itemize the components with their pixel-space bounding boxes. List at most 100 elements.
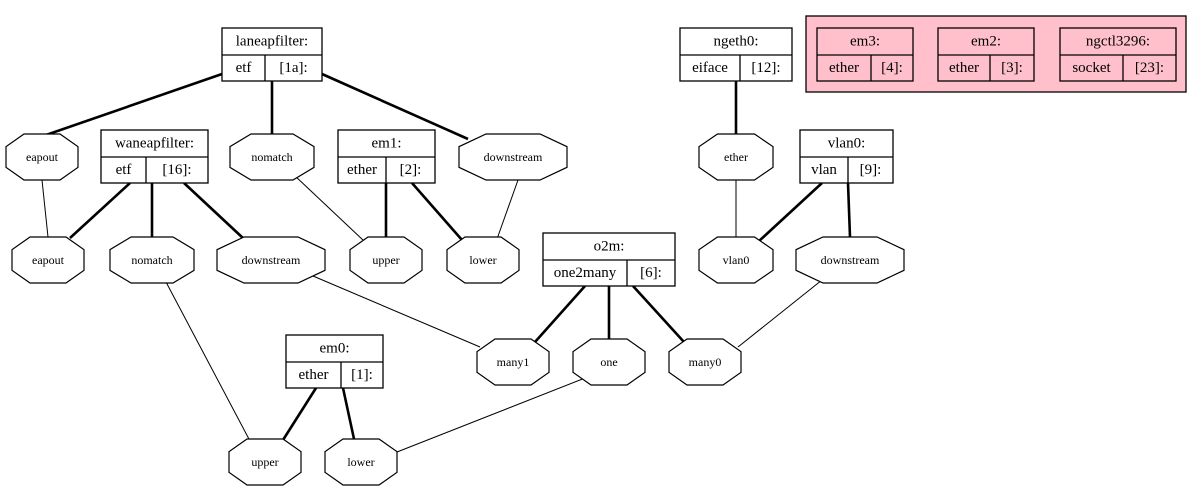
hook-em0-upper[interactable]: upper	[228, 438, 302, 486]
hook-vlan-vlan0[interactable]: vlan0	[698, 236, 774, 284]
node-type: eiface	[692, 60, 728, 76]
hook-lan-nomatch[interactable]: nomatch	[229, 133, 315, 181]
node-type: etf	[116, 162, 132, 178]
octagon-shape	[446, 236, 520, 284]
edge	[321, 72, 469, 141]
node-type: ether	[299, 367, 329, 383]
edge	[19, 72, 223, 146]
edge	[183, 182, 245, 240]
octagon-shape	[476, 338, 550, 386]
hook-label: vlan0	[723, 253, 750, 267]
hook-label: one	[600, 355, 617, 369]
hook-label: downstream	[242, 253, 301, 267]
octagon-shape	[698, 133, 774, 181]
node-vlan0[interactable]: vlan0: vlan [9]:	[799, 129, 894, 184]
edge	[281, 387, 318, 441]
edge	[632, 285, 685, 343]
node-id: [1]:	[351, 367, 373, 383]
octagon-shape	[698, 236, 774, 284]
octagon-shape	[228, 438, 302, 486]
node-type: one2many	[554, 265, 617, 281]
hook-vlan-downstream[interactable]: downstream	[795, 236, 905, 284]
octagon-shape	[324, 438, 398, 486]
hook-wan-nomatch[interactable]: nomatch	[109, 236, 195, 284]
edge	[846, 182, 852, 238]
node-name: em2:	[971, 34, 1001, 50]
node-id: [1a]:	[279, 60, 307, 76]
hook-label: downstream	[484, 150, 543, 164]
node-type: ether	[949, 60, 979, 76]
hook-o2m-one[interactable]: one	[572, 338, 646, 386]
edge	[534, 285, 586, 343]
node-type: ether	[347, 162, 377, 178]
node-laneapfilter[interactable]: laneapfilter:etf[1a]:	[221, 27, 323, 82]
node-em3[interactable]: em3: ether [4]:	[816, 27, 914, 82]
octagon-shape	[458, 133, 568, 181]
hook-wan-eapout[interactable]: eapout	[11, 236, 85, 284]
node-name: ngctl3296:	[1086, 34, 1150, 50]
hook-em1-lower[interactable]: lower	[446, 236, 520, 284]
node-name: ngeth0:	[714, 34, 759, 50]
node-id: [4]:	[881, 60, 903, 76]
hook-label: upper	[372, 253, 399, 267]
edge	[341, 387, 356, 440]
edge	[293, 174, 365, 242]
node-id: [12]:	[751, 60, 780, 76]
node-ngctl3296[interactable]: ngctl3296:socket[23]:	[1059, 27, 1177, 82]
node-name: laneapfilter:	[236, 34, 308, 50]
hook-label: many1	[497, 355, 530, 369]
octagon-shape	[229, 133, 315, 181]
hook-lan-downstream[interactable]: downstream	[458, 133, 568, 181]
edge	[737, 279, 823, 348]
node-name: em1:	[372, 136, 402, 152]
edge	[496, 179, 519, 240]
node-id: [3]:	[1001, 60, 1023, 76]
node-id: [6]:	[640, 265, 662, 281]
node-em2[interactable]: em2: ether [3]:	[937, 27, 1035, 82]
hook-ngeth-ether[interactable]: ether	[698, 133, 774, 181]
hook-label: upper	[251, 455, 278, 469]
hook-label: lower	[469, 253, 496, 267]
octagon-shape	[668, 338, 742, 386]
octagon-shape	[349, 236, 423, 284]
hook-label: nomatch	[131, 253, 172, 267]
hook-em0-lower[interactable]: lower	[324, 438, 398, 486]
hook-lan-eapout[interactable]: eapout	[5, 133, 79, 181]
node-name: waneapfilter:	[115, 136, 194, 152]
hook-label: ether	[724, 150, 748, 164]
node-name: em3:	[850, 34, 880, 50]
hook-label: eapout	[26, 150, 59, 164]
node-o2m[interactable]: o2m: one2many [6]:	[542, 232, 676, 287]
node-id: [9]:	[860, 162, 882, 178]
node-name: em0:	[320, 341, 350, 357]
node-em0[interactable]: em0: ether [1]:	[285, 334, 384, 389]
node-waneapfilter[interactable]: waneapfilter: etf [16]:	[100, 129, 209, 184]
node-id: [2]:	[400, 162, 422, 178]
hook-label: eapout	[32, 253, 65, 267]
node-ngeth0[interactable]: ngeth0: eiface [12]:	[679, 27, 793, 82]
octagon-shape	[11, 236, 85, 284]
node-name: o2m:	[594, 239, 625, 255]
node-type: ether	[829, 60, 859, 76]
edge	[69, 182, 131, 239]
hook-label: nomatch	[251, 150, 292, 164]
octagon-shape	[572, 338, 646, 386]
node-id: [16]:	[162, 162, 191, 178]
hook-label: downstream	[821, 253, 880, 267]
edge	[41, 179, 49, 238]
node-type: vlan	[811, 162, 837, 178]
edge	[411, 182, 463, 241]
octagon-shape	[216, 236, 326, 284]
hook-label: many0	[689, 355, 722, 369]
hook-o2m-many0[interactable]: many0	[668, 338, 742, 386]
hook-em1-upper[interactable]: upper	[349, 236, 423, 284]
edge	[312, 275, 481, 348]
node-type: socket	[1072, 60, 1111, 76]
node-em1[interactable]: em1: ether [2]:	[337, 129, 436, 184]
hook-label: lower	[347, 455, 374, 469]
node-name: vlan0:	[828, 136, 866, 152]
hook-wan-downstream[interactable]: downstream	[216, 236, 326, 284]
hook-o2m-many1[interactable]: many1	[476, 338, 550, 386]
octagon-shape	[795, 236, 905, 284]
